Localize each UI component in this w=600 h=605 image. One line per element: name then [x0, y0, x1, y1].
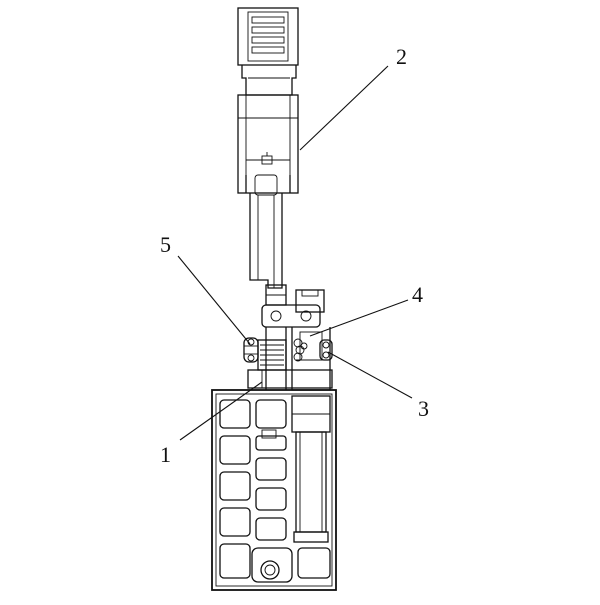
leader-4 — [309, 299, 409, 337]
grip-slats — [251, 16, 285, 54]
label-1: 1 — [160, 442, 171, 467]
label-5: 5 — [160, 232, 171, 257]
cross-block — [261, 304, 321, 328]
label-2: 2 — [396, 44, 407, 69]
base-frame — [211, 389, 337, 591]
cap-collar — [241, 65, 297, 96]
base-assembly — [211, 389, 337, 591]
part-4-spring — [293, 338, 308, 362]
leader-2 — [299, 65, 389, 151]
base-knob — [251, 547, 293, 583]
top-cap-inner — [247, 11, 289, 62]
part-labels: 2 5 4 3 1 — [160, 44, 429, 467]
upper-arm-assembly — [237, 7, 299, 306]
base-cylinder — [291, 395, 331, 579]
base-cells-middle — [255, 399, 287, 541]
right-housing — [291, 327, 331, 391]
label-3: 3 — [418, 396, 429, 421]
leader-5 — [177, 255, 251, 345]
leader-lines — [177, 65, 413, 441]
part-3-clamp — [319, 339, 333, 361]
top-cap — [237, 7, 299, 66]
arm-body — [237, 94, 299, 194]
label-4: 4 — [412, 282, 423, 307]
middle-mechanism — [243, 289, 333, 391]
base-cells-left — [219, 399, 251, 579]
leader-3 — [327, 351, 413, 399]
leader-1 — [179, 381, 263, 441]
arm-neck — [245, 175, 291, 193]
left-gear — [257, 339, 287, 371]
arm-rod — [249, 193, 283, 289]
part-5-roller — [243, 337, 259, 363]
